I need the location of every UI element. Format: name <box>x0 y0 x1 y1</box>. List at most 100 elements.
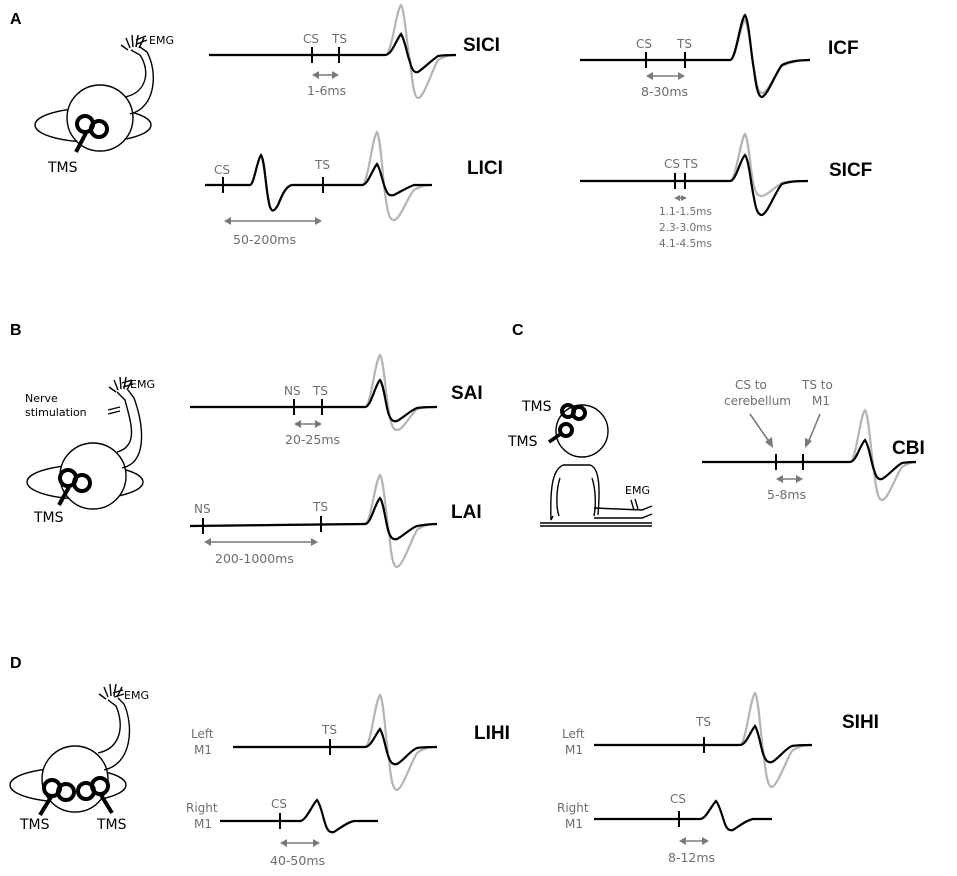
marker-label-cs-line1: CS to <box>735 378 767 392</box>
marker-label-ts: TS <box>314 158 330 172</box>
marker-label-cs: CS <box>664 157 680 171</box>
marker-label-ts: TS <box>695 715 711 729</box>
marker-label-ts: TS <box>331 32 347 46</box>
interval-label-2: 2.3-3.0ms <box>659 222 712 234</box>
interval-label: 5-8ms <box>767 487 806 502</box>
marker-label-ts: TS <box>312 500 328 514</box>
head <box>66 84 134 152</box>
arm <box>116 391 133 453</box>
panel-c: C EMG TMS TMS CS to <box>507 322 925 527</box>
interval-label: 40-50ms <box>270 853 325 868</box>
tms-label-left: TMS <box>19 817 50 833</box>
nerve-electrodes <box>107 406 121 415</box>
tms-coil-icon <box>57 468 92 506</box>
arm <box>124 49 147 98</box>
marker-label-ts: TS <box>312 384 328 398</box>
trace-lici: CS TS 50-200ms LICI <box>205 130 503 247</box>
left-m1-label-line2: M1 <box>194 743 212 757</box>
tms-coil-left-icon <box>38 778 76 817</box>
marker-label-ts: TS <box>682 157 698 171</box>
marker-label-cs-line2: cerebellum <box>724 394 791 408</box>
marker-label-cs: CS <box>670 792 686 806</box>
interval-label-1: 1.1-1.5ms <box>659 206 712 218</box>
emg-electrodes <box>135 35 148 45</box>
head <box>59 442 127 510</box>
trace-lai: NS TS 200-1000ms LAI <box>189 473 482 569</box>
tms-coil-icon <box>74 114 109 153</box>
tms-label-2: TMS <box>507 434 538 450</box>
arm-outer <box>103 697 131 771</box>
protocol-label-cbi: CBI <box>892 438 925 459</box>
emg-label: EMG <box>149 34 174 47</box>
arm <box>97 699 121 754</box>
marker-label-ns: NS <box>284 384 301 398</box>
marker-label-ts-line1: TS to <box>801 378 833 392</box>
protocol-label-sihi: SIHI <box>842 712 879 733</box>
marker-label-ts: TS <box>321 723 337 737</box>
panel-letter-c: C <box>512 322 524 339</box>
tms-coil-right-icon <box>76 776 114 815</box>
left-m1-label-line1: Left <box>562 727 585 741</box>
emg-label: EMG <box>124 689 149 702</box>
right-m1-label-line2: M1 <box>194 817 212 831</box>
trace-sici: CS TS 1-6ms SICI <box>209 3 500 100</box>
lap <box>540 522 652 527</box>
interval-label: 1-6ms <box>307 83 346 98</box>
emg-electrodes <box>630 498 639 511</box>
trace-sai: NS TS 20-25ms SAI <box>190 353 483 447</box>
forearm <box>593 505 653 519</box>
emg-electrodes <box>112 689 125 698</box>
panel-a: A EMG TMS CS TS <box>10 3 872 250</box>
protocol-label-lai: LAI <box>451 502 482 523</box>
trace-sihi: Left M1 TS SIHI Right M1 CS 8-12ms <box>557 691 879 865</box>
trace-sicf: CS TS 1.1-1.5ms 2.3-3.0ms 4.1-4.5ms SICF <box>580 132 872 250</box>
right-m1-label-line1: Right <box>186 801 218 815</box>
protocol-label-sicf: SICF <box>829 160 872 181</box>
tms-label-right: TMS <box>96 817 127 833</box>
interval-label: 200-1000ms <box>215 551 294 566</box>
emg-label: EMG <box>625 484 650 497</box>
tms-coil-cerebellum-icon <box>560 403 587 421</box>
left-m1-label-line2: M1 <box>565 743 583 757</box>
subject-figure-c: EMG TMS TMS <box>507 399 653 527</box>
arm-outer <box>121 389 143 469</box>
tms-label: TMS <box>47 160 78 176</box>
protocol-label-lihi: LIHI <box>474 723 510 744</box>
nerve-label-line2: stimulation <box>25 406 87 419</box>
interval-label: 50-200ms <box>233 232 296 247</box>
panel-letter-a: A <box>10 11 22 28</box>
tms-coil-m1-icon <box>548 422 574 444</box>
marker-label-cs: CS <box>214 163 230 177</box>
marker-label-cs: CS <box>303 32 319 46</box>
interval-label: 8-30ms <box>641 84 688 99</box>
left-m1-label-line1: Left <box>191 727 214 741</box>
marker-label-cs: CS <box>271 797 287 811</box>
marker-label-cs: CS <box>636 37 652 51</box>
emg-label: EMG <box>130 378 155 391</box>
marker-label-ts-line2: M1 <box>812 394 830 408</box>
interval-label-3: 4.1-4.5ms <box>659 238 712 250</box>
subject-figure-d: EMG TMS TMS <box>9 683 149 833</box>
tms-label-1: TMS <box>521 399 552 415</box>
protocol-label-sici: SICI <box>463 35 500 56</box>
panel-letter-d: D <box>10 655 22 672</box>
torso <box>550 464 600 521</box>
protocol-label-sai: SAI <box>451 383 483 404</box>
emg-electrodes <box>121 379 134 388</box>
panel-d: D EMG TMS TMS Left M1 <box>9 655 879 868</box>
protocol-label-icf: ICF <box>828 38 859 59</box>
interval-label: 8-12ms <box>668 850 715 865</box>
protocol-label-lici: LICI <box>467 158 503 179</box>
trace-icf: CS TS 8-30ms ICF <box>580 13 859 99</box>
marker-label-ts: TS <box>676 37 692 51</box>
marker-label-ns: NS <box>194 502 211 516</box>
subject-figure-a: EMG TMS <box>34 34 174 176</box>
tms-label: TMS <box>33 510 64 526</box>
subject-figure-b: EMG Nerve stimulation TMS <box>25 376 155 526</box>
panel-b: B EMG Nerve stimulation TMS NS <box>10 322 483 569</box>
arm-outer <box>129 46 154 115</box>
interval-label: 20-25ms <box>285 432 340 447</box>
nerve-label-line1: Nerve <box>25 392 58 405</box>
trace-lihi: Left M1 TS LIHI Right M1 CS 40-50ms <box>186 693 510 868</box>
